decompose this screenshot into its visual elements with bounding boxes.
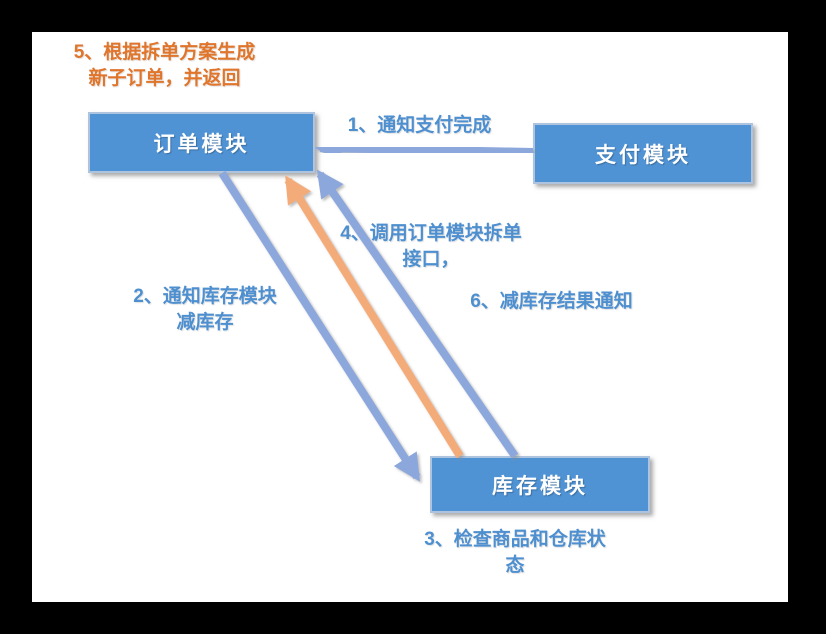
node-order-module: 订单模块 bbox=[88, 112, 315, 173]
arrow-layer bbox=[218, 134, 534, 482]
note-step5: 5、根据拆单方案生成 新子订单，并返回 bbox=[42, 40, 287, 92]
arrow-reduce-stock-result bbox=[316, 169, 519, 459]
node-inventory-module-label: 库存模块 bbox=[492, 474, 588, 498]
note-step5-line2: 新子订单，并返回 bbox=[88, 68, 241, 89]
node-payment-module-label: 支付模块 bbox=[595, 143, 691, 167]
label-step1: 1、通知支付完成 bbox=[327, 113, 512, 139]
label-step3: 3、检查商品和仓库状 态 bbox=[390, 527, 640, 579]
label-step3-line1: 3、检查商品和仓库状 bbox=[424, 529, 606, 550]
label-step1-text: 1、通知支付完成 bbox=[347, 115, 492, 136]
note-step5-line1: 5、根据拆单方案生成 bbox=[73, 42, 256, 63]
label-step2-line1: 2、通知库存模块 bbox=[133, 286, 277, 307]
node-payment-module: 支付模块 bbox=[533, 123, 753, 184]
label-step6: 6、减库存结果通知 bbox=[444, 289, 659, 315]
node-order-module-label: 订单模块 bbox=[153, 132, 250, 156]
label-step4: 4、调用订单模块拆单 接口， bbox=[320, 221, 542, 273]
arrow-notify-reduce-stock bbox=[218, 170, 421, 482]
label-step4-line1: 4、调用订单模块拆单 bbox=[340, 223, 522, 244]
label-step3-line2: 态 bbox=[505, 555, 525, 576]
label-step2-line2: 减库存 bbox=[176, 312, 234, 333]
node-inventory-module: 库存模块 bbox=[430, 456, 650, 513]
label-step4-line2: 接口， bbox=[402, 249, 460, 270]
label-step6-text: 6、减库存结果通知 bbox=[470, 291, 633, 312]
arrow-notify-payment-complete bbox=[314, 134, 534, 163]
slide-canvas: 订单模块 支付模块 库存模块 5、根据拆单方案生成 新子订 bbox=[32, 32, 788, 602]
label-step2: 2、通知库存模块 减库存 bbox=[105, 284, 305, 336]
arrow-return-suborders bbox=[284, 175, 464, 459]
